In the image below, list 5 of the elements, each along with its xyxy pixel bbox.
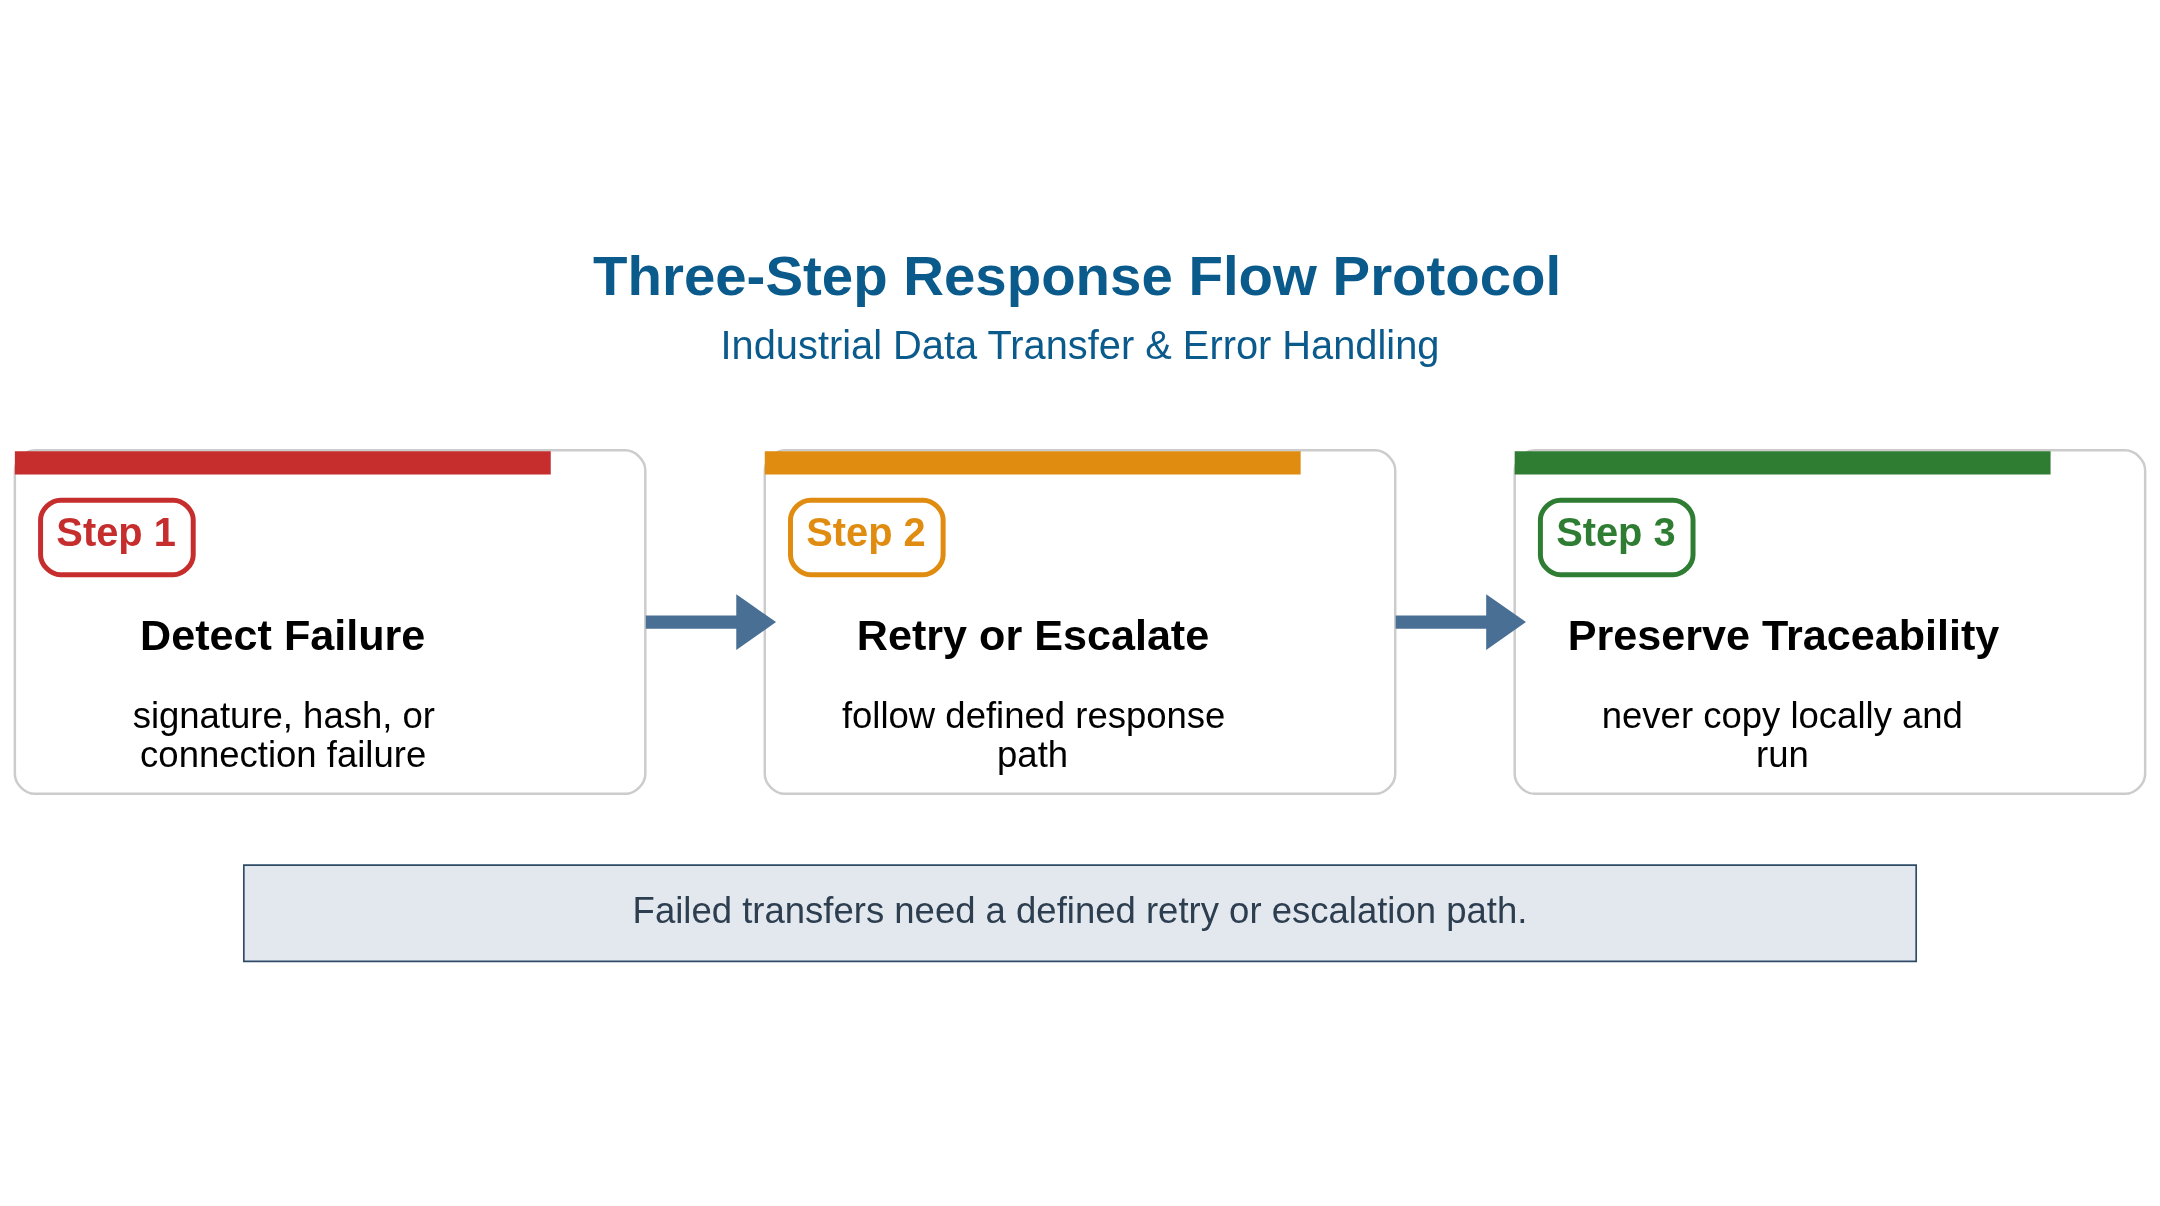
node-box: Failed transfers need a defined retry or escalation path. [243,864,1917,963]
label: Industrial Data Transfer & Error Handling [720,323,1440,368]
diagram-title: Three-Step Response Flow Protocol [593,243,1562,307]
arrow [645,594,777,650]
arrow [1395,594,1526,650]
